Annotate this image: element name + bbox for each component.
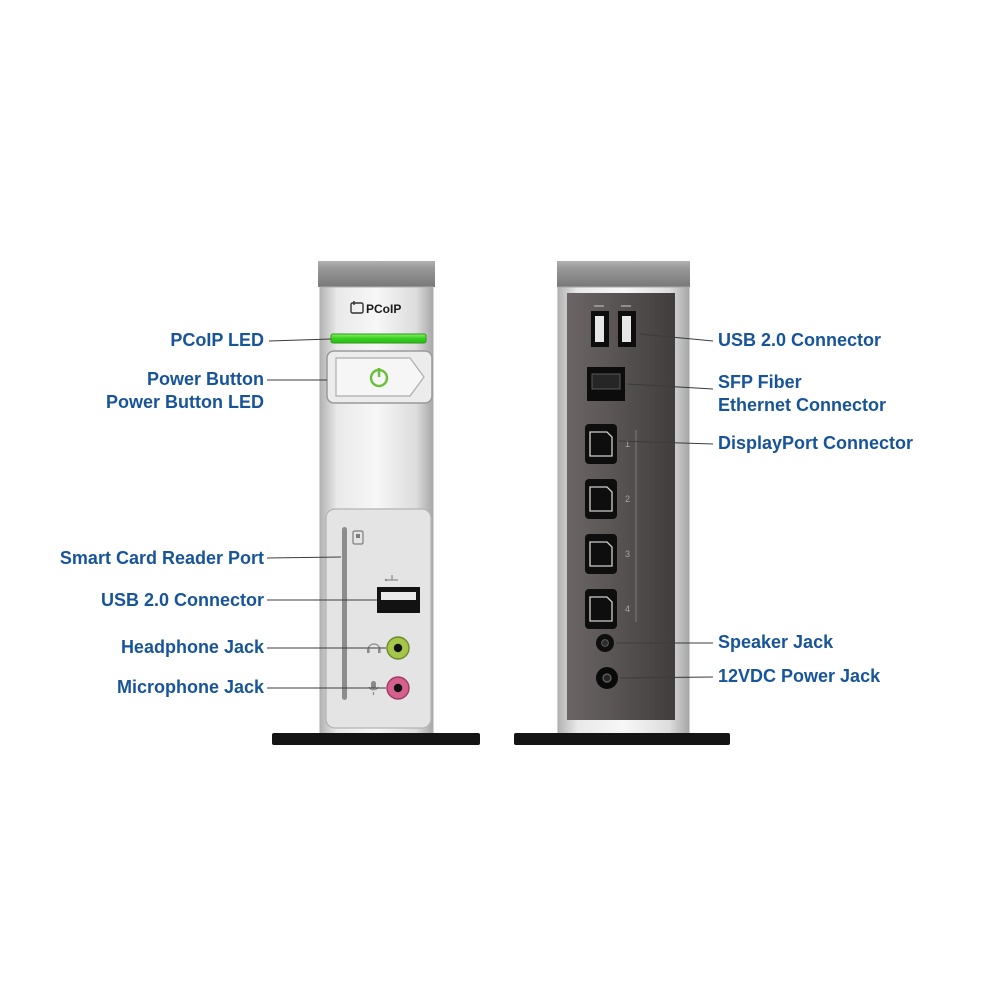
front-usb-port[interactable]: [377, 575, 420, 613]
smart-card-slot[interactable]: [342, 527, 364, 700]
label-front-usb: USB 2.0 Connector: [100, 590, 264, 610]
label-pcoip-led: PCoIP LED: [170, 330, 264, 350]
callout-line-sfp: [626, 383, 714, 390]
displayport-2[interactable]: [585, 479, 617, 519]
rear-top-cap: [557, 261, 690, 287]
callout-line-pcoip-led: [268, 338, 332, 342]
speaker-jack[interactable]: [596, 634, 614, 652]
front-device: PCoIP: [272, 261, 480, 745]
front-top-cap: [318, 261, 435, 287]
pcoip-logo: PCoIP: [350, 301, 401, 316]
microphone-jack[interactable]: [368, 676, 410, 700]
rear-usb-ports[interactable]: [591, 305, 636, 347]
power-button[interactable]: [326, 350, 433, 404]
label-headphone-jack: Headphone Jack: [120, 637, 264, 657]
callout-line-rear-usb: [639, 333, 714, 342]
displayport-1[interactable]: [585, 424, 617, 464]
label-power-jack: 12VDC Power Jack: [718, 666, 881, 686]
front-io-panel: [325, 508, 432, 729]
label-sfp-line1: SFP Fiber: [718, 372, 802, 392]
pcoip-logo-text: PCoIP: [366, 302, 401, 316]
displayport-3[interactable]: [585, 534, 617, 574]
label-rear-usb: USB 2.0 Connector: [718, 330, 882, 350]
port-number-1: 1: [625, 439, 630, 449]
usb-icon: [384, 575, 398, 582]
power-jack[interactable]: [596, 667, 618, 689]
label-displayport: DisplayPort Connector: [718, 433, 914, 453]
label-sfp-line2: Ethernet Connector: [718, 395, 887, 415]
port-number-4: 4: [625, 604, 630, 614]
port-number-3: 3: [625, 549, 630, 559]
smart-card-icon: [352, 530, 364, 545]
label-smart-card-reader: Smart Card Reader Port: [59, 548, 264, 568]
label-power-button: Power Button: [147, 369, 264, 389]
headphone-jack[interactable]: [367, 636, 410, 660]
label-microphone-jack: Microphone Jack: [116, 677, 264, 697]
rear-device: 1 2 3 4: [514, 261, 730, 745]
displayport-4[interactable]: [585, 589, 617, 629]
sfp-port[interactable]: [587, 367, 625, 401]
pcoip-led: [330, 333, 427, 344]
label-speaker-jack: Speaker Jack: [718, 632, 834, 652]
callout-lines: [266, 333, 714, 689]
callout-line-smart-card: [266, 556, 342, 559]
displayport-ports[interactable]: 1 2 3 4: [585, 424, 637, 629]
rear-stand-base: [514, 733, 730, 745]
label-sfp-block: SFP Fiber Ethernet Connector: [718, 371, 886, 417]
label-power-button-block: Power Button Power Button LED: [106, 368, 264, 414]
port-number-2: 2: [625, 494, 630, 504]
callout-line-displayport: [618, 440, 714, 445]
front-stand-base: [272, 733, 480, 745]
callout-line-power-jack: [619, 676, 714, 679]
label-power-button-led: Power Button LED: [106, 392, 264, 412]
power-icon: [369, 368, 389, 388]
rear-io-panel: [567, 293, 675, 720]
